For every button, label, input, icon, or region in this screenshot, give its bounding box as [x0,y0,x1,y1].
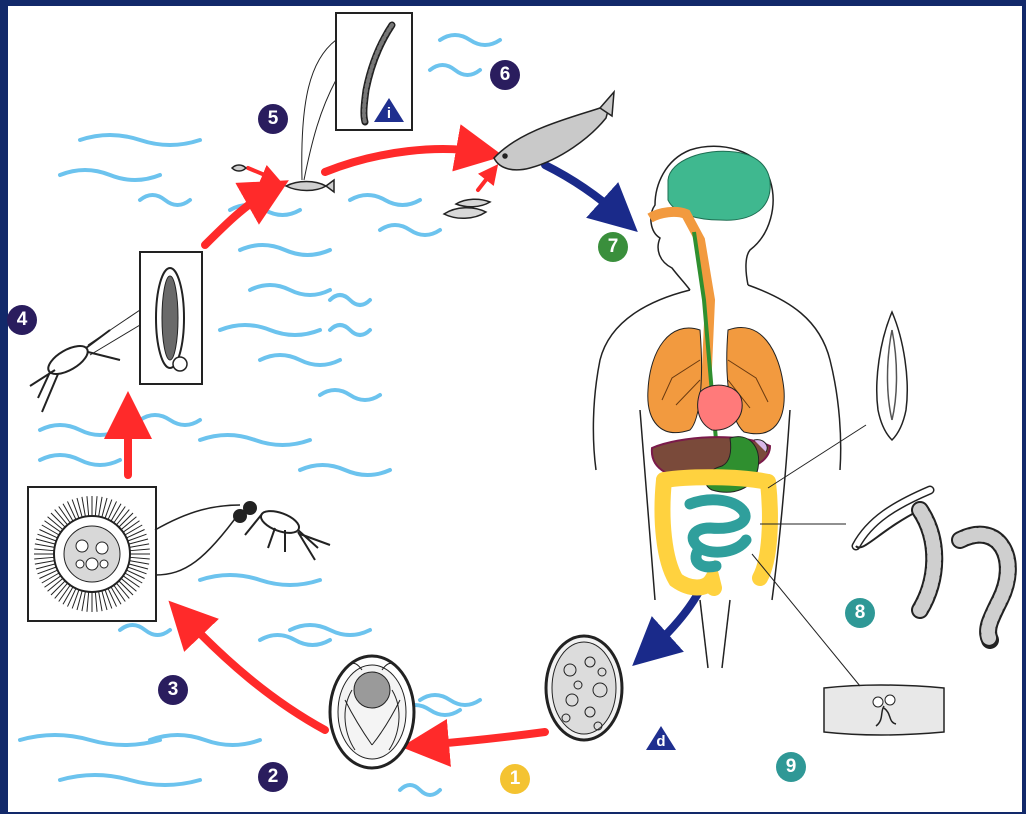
water-wave [150,735,260,745]
step-6-marker: 6 [490,60,520,90]
water-wave [20,735,160,745]
water-wave [300,465,390,475]
water-wave [330,325,370,335]
water-wave [240,245,330,255]
diagnostic-stage-label: d [644,733,678,750]
infective-stage-label: i [372,105,406,122]
water-wave [380,225,440,235]
large-fish [444,92,614,218]
water-wave [400,785,440,795]
proglottid-egg-box [752,554,944,735]
water-wave [140,415,200,425]
water-wave [320,390,380,400]
water-wave [80,135,200,145]
unembryonated-egg [546,636,622,740]
arrow-human-to-egg [650,590,700,650]
water-wave [330,295,370,305]
water-wave [200,435,310,445]
arrow-fish-to-human [545,165,620,216]
water-wave [260,635,330,645]
step-5-marker: 5 [258,104,288,134]
diagnostic-stage-tag: d [644,724,678,752]
step-3-marker: 3 [158,675,188,705]
copepod-procercoid [30,252,202,412]
organ-heart [698,385,743,430]
step-8-marker: 8 [845,598,875,628]
water-wave [60,170,160,180]
water-wave [420,695,480,705]
water-wave [40,425,120,435]
step-9-marker: 9 [776,752,806,782]
arrow-tiny-to-small-fish [248,168,272,178]
organ-small-intestine [690,500,746,567]
water-wave [140,195,190,205]
embryonated-egg [330,656,414,768]
water-wave [290,625,370,635]
adult-strobila [760,490,1008,640]
arrow-copepod-to-small-fish [205,192,268,245]
arrow-egg-to-embryonated [425,732,545,745]
water-wave [350,195,420,205]
water-wave [260,355,340,365]
arrow-fry-to-fish [478,172,492,190]
arrow-embryonated-to-coracidium [185,618,325,730]
infective-stage-tag: i [372,96,406,124]
water-wave [200,575,320,585]
water-wave [220,325,320,335]
water-wave [60,775,200,785]
step-2-marker: 2 [258,762,288,792]
arrow-small-fish-to-large-fish [325,149,480,172]
water-wave [250,285,330,295]
step-4-marker: 4 [7,305,37,335]
water-wave [40,455,120,465]
step-7-marker: 7 [598,232,628,262]
step-1-marker: 1 [500,764,530,794]
water-wave [430,65,480,75]
water-wave [120,625,170,635]
water-wave [440,35,500,45]
copepod-with-coracidia [234,502,330,560]
coracidium-box [28,487,240,621]
